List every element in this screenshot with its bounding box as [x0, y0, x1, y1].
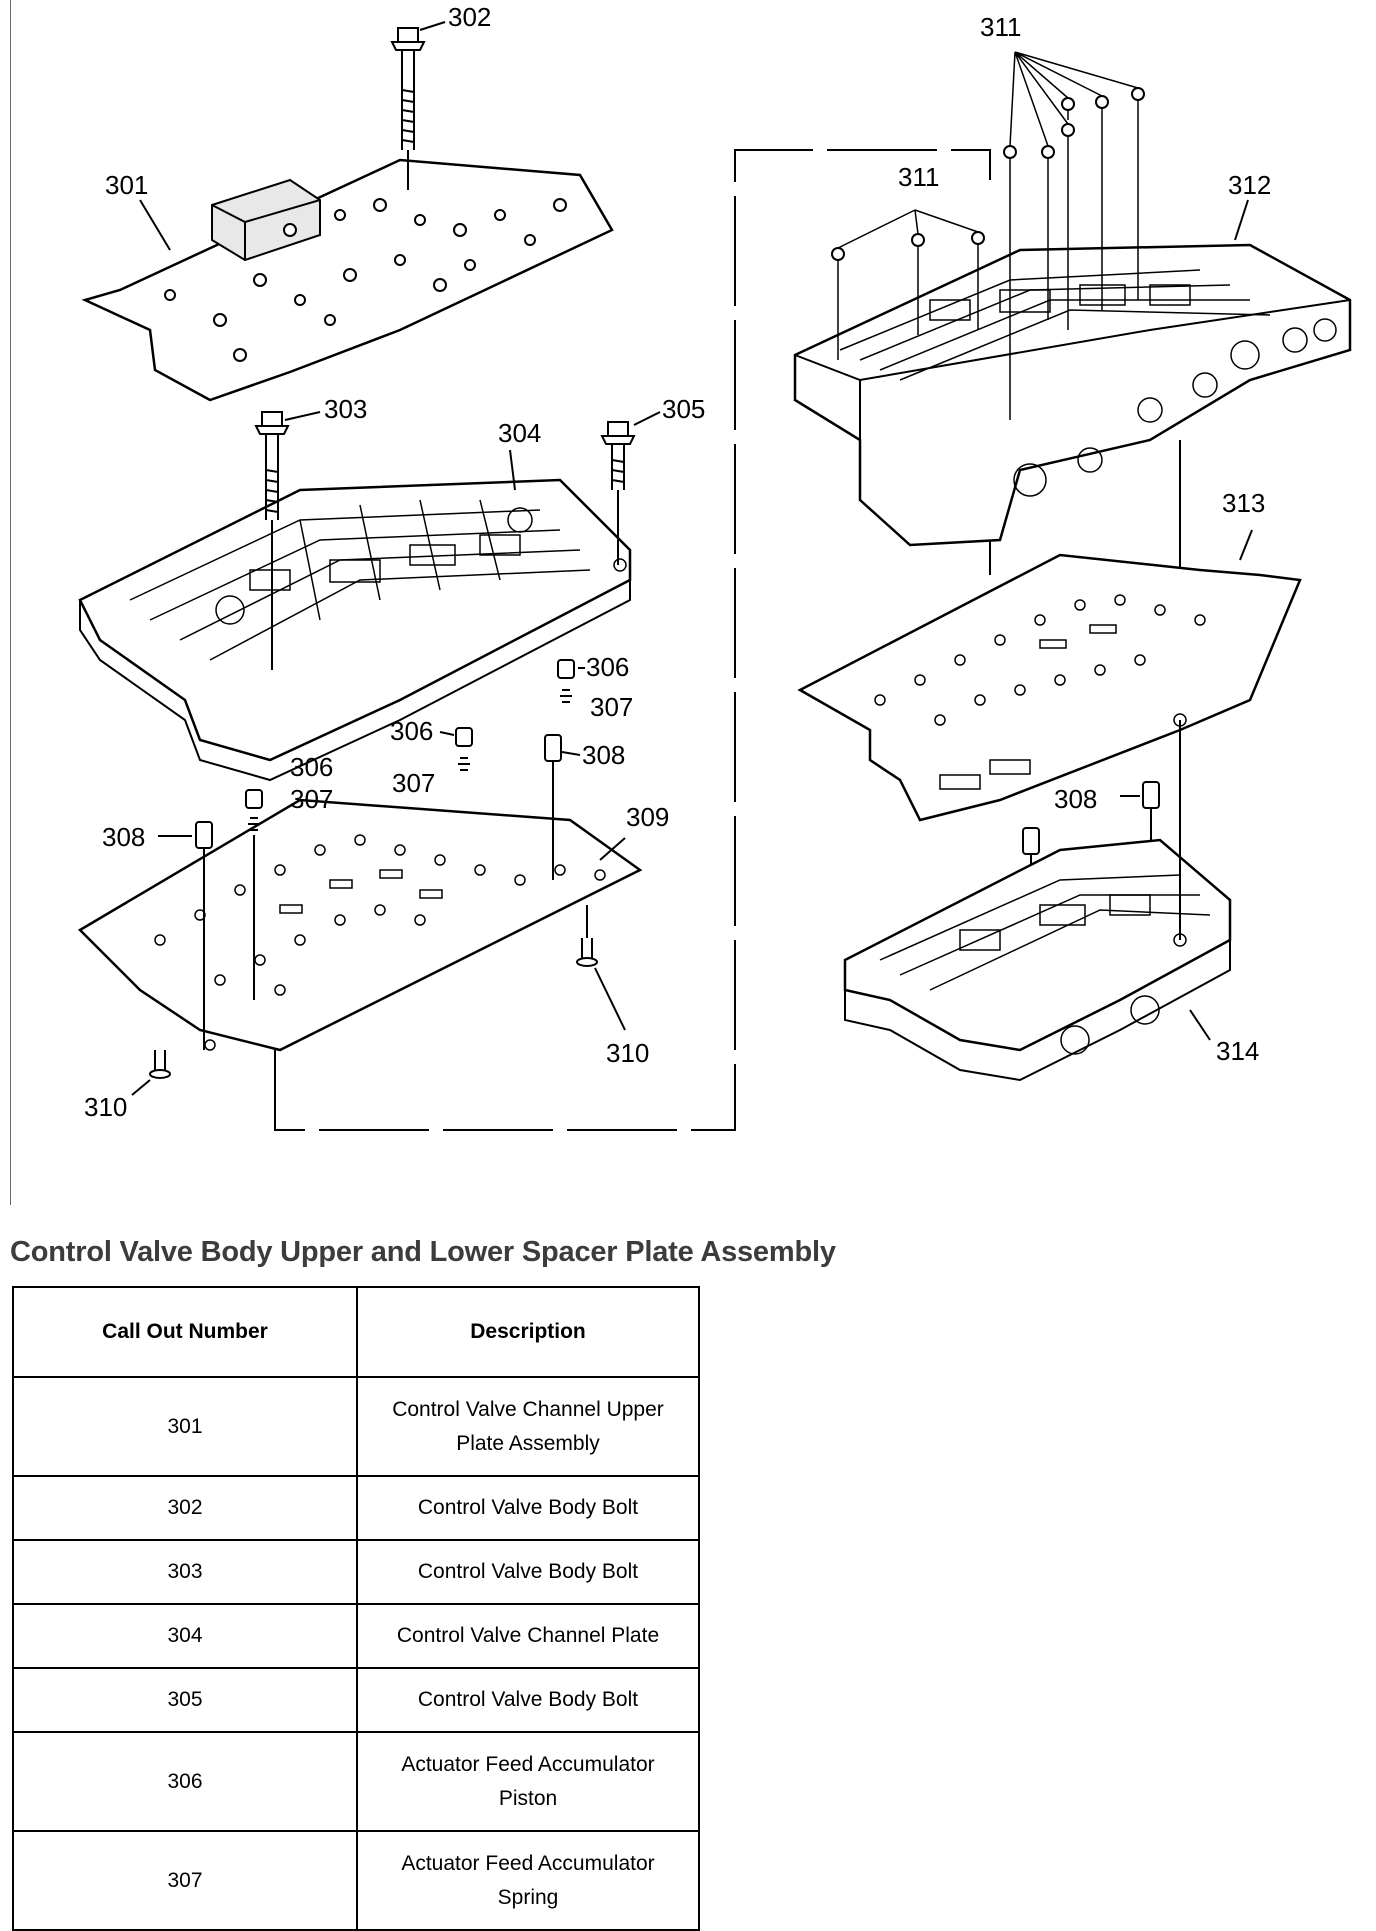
left-border-rule: [10, 0, 11, 1205]
callout-number-cell: 306: [12, 1731, 358, 1832]
callout-number-cell: 302: [12, 1475, 358, 1541]
callout-label: 312: [1228, 170, 1271, 200]
table-row: 303 Control Valve Body Bolt: [12, 1539, 700, 1605]
callout-label: 301: [105, 170, 148, 200]
table-header-row: Call Out Number Description: [12, 1286, 700, 1378]
screw-310-a: [576, 905, 626, 1031]
column-header-description: Description: [356, 1286, 700, 1378]
callout-label: 311: [980, 12, 1021, 42]
description-cell: Control Valve Channel Upper Plate Assemb…: [356, 1376, 700, 1477]
callout-label: 311: [898, 162, 939, 192]
callout-label: 306: [390, 716, 433, 746]
table-row: 302 Control Valve Body Bolt: [12, 1475, 700, 1541]
table-row: 305 Control Valve Body Bolt: [12, 1667, 700, 1733]
screw-310-b: [131, 1050, 171, 1096]
description-cell: Control Valve Body Bolt: [356, 1539, 700, 1605]
callout-number-cell: 307: [12, 1830, 358, 1931]
callout-label: 310: [84, 1092, 127, 1122]
callout-label: 307: [290, 784, 333, 814]
bolt-305: [600, 411, 661, 565]
description-cell: Control Valve Channel Plate: [356, 1603, 700, 1669]
bolt-302: [390, 21, 446, 190]
spacer-plate-313: [797, 529, 1302, 822]
callout-number-cell: 305: [12, 1667, 358, 1733]
channel-plate-304: [78, 478, 632, 782]
callout-label: 313: [1222, 488, 1265, 518]
table-row: 306 Actuator Feed Accumulator Piston: [12, 1731, 700, 1832]
piston-306-c: [245, 789, 263, 1000]
table-row: 307 Actuator Feed Accumulator Spring: [12, 1830, 700, 1931]
pin-308-a: [544, 734, 562, 880]
callout-label: 308: [1054, 784, 1097, 814]
callout-label: 302: [448, 2, 491, 32]
bolt-303: [254, 411, 321, 670]
callout-number-cell: 303: [12, 1539, 358, 1605]
callout-label: 308: [102, 822, 145, 852]
table-row: 304 Control Valve Channel Plate: [12, 1603, 700, 1669]
callout-table: Call Out Number Description 301 Control …: [12, 1286, 700, 1931]
upper-valve-body-312: [793, 51, 1352, 720]
lower-valve-body-314: [843, 720, 1232, 1082]
callout-label: 309: [626, 802, 669, 832]
callout-label: 305: [662, 394, 705, 424]
column-header-callout-number: Call Out Number: [12, 1286, 358, 1378]
callout-number-cell: 304: [12, 1603, 358, 1669]
description-cell: Control Valve Body Bolt: [356, 1667, 700, 1733]
description-cell: Control Valve Body Bolt: [356, 1475, 700, 1541]
pin-308-b: [195, 821, 213, 1050]
table-row: 301 Control Valve Channel Upper Plate As…: [12, 1376, 700, 1477]
upper-plate-301: [81, 158, 614, 402]
description-cell: Actuator Feed Accumulator Piston: [356, 1731, 700, 1832]
pin-308-c: [1120, 781, 1160, 850]
callout-number-cell: 301: [12, 1376, 358, 1477]
callout-label: 308: [582, 740, 625, 770]
piston-306-a: [557, 659, 585, 703]
callout-label: 310: [606, 1038, 649, 1068]
callout-label: 303: [324, 394, 367, 424]
callout-label: 304: [498, 418, 541, 448]
piston-306-b: [455, 727, 473, 771]
callout-label: 307: [590, 692, 633, 722]
callout-label: 314: [1216, 1036, 1259, 1066]
exploded-view-diagram: 302 301 303 304 305 306 307 306 307 308 …: [77, 2, 1352, 1131]
description-cell: Actuator Feed Accumulator Spring: [356, 1830, 700, 1931]
callout-label: 306: [586, 652, 629, 682]
connector-bracket: [274, 149, 991, 1131]
callout-label: 306: [290, 752, 333, 782]
callout-label: 307: [392, 768, 435, 798]
spacer-plate-309: [77, 798, 643, 1052]
page-title: Control Valve Body Upper and Lower Space…: [10, 1236, 836, 1268]
